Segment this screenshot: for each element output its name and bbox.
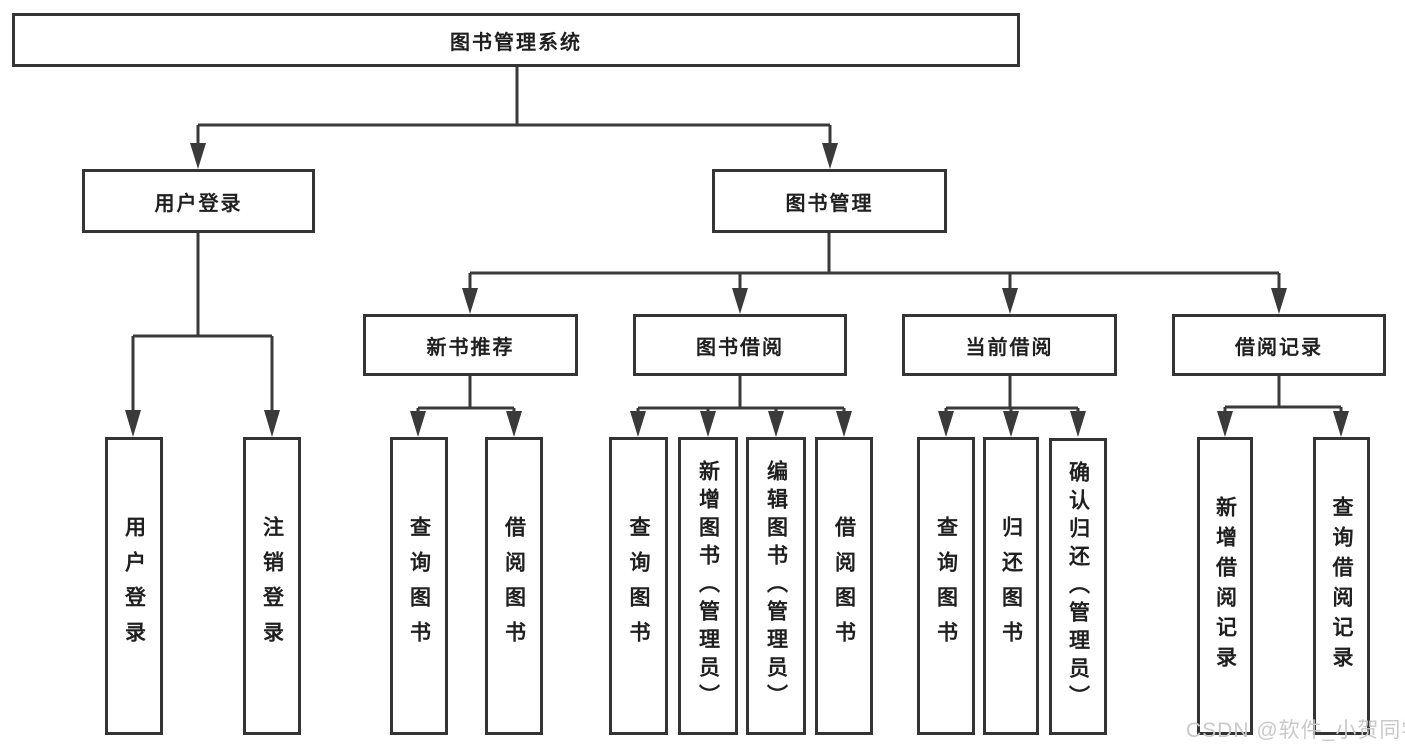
node-current-borrow-label: 当前借阅	[965, 336, 1054, 359]
csdn-watermark: CSDN @软件_小贺同学	[1186, 719, 1405, 742]
node-book-management: 图书管理	[712, 169, 947, 233]
node-current-borrow: 当前借阅	[902, 314, 1117, 376]
leaf-add-books-admin: 新增图书（管理员）	[678, 437, 738, 735]
node-borrow-records-label: 借阅记录	[1235, 336, 1323, 359]
leaf-query-books-borrow: 查询图书	[609, 437, 668, 735]
leaf-borrow-books-recommend: 借阅图书	[485, 437, 543, 735]
leaf-edit-books-admin: 编辑图书（管理员）	[746, 437, 806, 735]
node-book-borrow: 图书借阅	[633, 314, 847, 376]
leaf-return-books: 归还图书	[983, 437, 1039, 735]
node-new-book-recommend-label: 新书推荐	[426, 336, 515, 359]
leaf-user-login: 用户登录	[105, 437, 163, 735]
node-user-login-label: 用户登录	[154, 192, 243, 215]
node-new-book-recommend: 新书推荐	[363, 314, 578, 376]
leaf-query-borrow-record: 查询借阅记录	[1313, 437, 1370, 735]
node-book-management-label: 图书管理	[785, 192, 874, 215]
leaf-borrow-books: 借阅图书	[815, 437, 873, 735]
node-borrow-records: 借阅记录	[1172, 314, 1386, 376]
node-user-login: 用户登录	[82, 169, 315, 233]
node-root-system: 图书管理系统	[12, 13, 1020, 67]
node-root-label: 图书管理系统	[450, 31, 582, 54]
node-book-borrow-label: 图书借阅	[696, 336, 784, 359]
leaf-query-books-recommend: 查询图书	[390, 437, 448, 735]
leaf-logout-login: 注销登录	[243, 437, 301, 735]
leaf-query-books-current: 查询图书	[917, 437, 975, 735]
leaf-confirm-return-admin: 确认归还（管理员）	[1049, 438, 1107, 735]
leaf-add-borrow-record: 新增借阅记录	[1197, 437, 1253, 735]
